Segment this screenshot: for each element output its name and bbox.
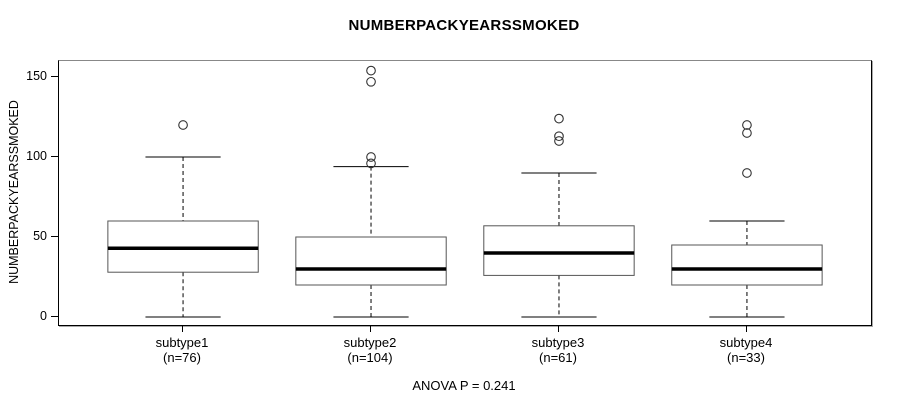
y-axis-title-text: NUMBERPACKYEARSSMOKED <box>7 100 21 284</box>
outlier-point <box>366 152 376 162</box>
x-label-subtype3: subtype3 (n=61) <box>493 335 623 365</box>
chart-title: NUMBERPACKYEARSSMOKED <box>348 17 580 34</box>
group-name: subtype2 <box>343 335 397 350</box>
boxplot-subtype1 <box>107 120 259 318</box>
group-count: (n=104) <box>347 349 393 365</box>
outlier-point <box>742 128 752 138</box>
x-tick-subtype2 <box>370 325 371 332</box>
y-tick-0 <box>51 316 58 317</box>
anova-p-value: ANOVA P = 0.241 <box>412 378 516 393</box>
group-count: (n=33) <box>727 349 765 365</box>
y-tick-label-0: 0 <box>40 309 47 323</box>
x-label-subtype2: subtype2 (n=104) <box>305 335 435 365</box>
y-tick-50 <box>51 236 58 237</box>
group-name: subtype3 <box>531 335 585 350</box>
y-tick-100 <box>51 156 58 157</box>
outlier-point <box>366 158 376 169</box>
outlier-point <box>366 65 376 76</box>
outlier-point <box>178 120 188 130</box>
outlier-point <box>554 113 564 124</box>
iqr-box <box>671 244 823 286</box>
outlier-point <box>742 120 752 130</box>
outlier-point <box>742 168 752 178</box>
iqr-box <box>295 236 447 286</box>
boxplot-canvas <box>107 65 823 318</box>
x-tick-subtype1 <box>182 325 183 332</box>
y-tick-label-100: 100 <box>26 149 47 163</box>
plot-area <box>58 60 872 326</box>
outlier-point <box>554 136 564 146</box>
group-count: (n=61) <box>539 349 577 365</box>
x-tick-subtype3 <box>558 325 559 332</box>
y-tick-150 <box>51 76 58 77</box>
boxplot-subtype3 <box>483 113 635 318</box>
group-count: (n=76) <box>163 349 201 365</box>
group-name: subtype1 <box>155 335 209 350</box>
x-label-subtype1: subtype1 (n=76) <box>117 335 247 365</box>
boxplot-subtype4 <box>671 120 823 318</box>
x-tick-subtype4 <box>746 325 747 332</box>
group-name: subtype4 <box>719 335 773 350</box>
y-axis-title: NUMBERPACKYEARSSMOKED <box>0 60 28 324</box>
y-tick-label-150: 150 <box>26 69 47 83</box>
y-tick-label-50: 50 <box>33 229 47 243</box>
x-label-subtype4: subtype4 (n=33) <box>681 335 811 365</box>
outlier-point <box>554 131 564 142</box>
outlier-point <box>366 76 376 87</box>
boxplot-subtype2 <box>295 65 447 318</box>
iqr-box <box>483 225 635 276</box>
